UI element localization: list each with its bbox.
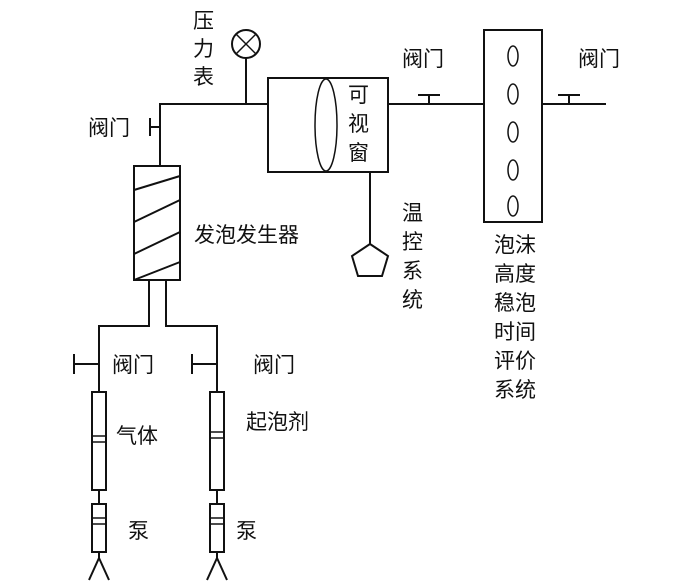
pump-right-icon <box>206 503 228 581</box>
valve-foamer-label: 阀门 <box>253 353 295 377</box>
pump-left-icon <box>88 503 110 581</box>
evaluation-label-1: 泡沫 <box>494 233 536 257</box>
pump-right-label: 泵 <box>236 519 257 543</box>
temp-control-label-1: 温 <box>402 201 423 225</box>
evaluation-label-2: 高度 <box>494 262 536 286</box>
foaming-agent-label: 起泡剂 <box>246 410 309 434</box>
valve-left-label: 阀门 <box>88 116 130 140</box>
foam-bubbles <box>507 45 519 217</box>
valve-top-right-icon <box>558 94 580 104</box>
pressure-gauge-label-2: 力 <box>193 37 214 61</box>
sight-window-label-2: 视 <box>348 112 369 136</box>
evaluation-label-4: 时间 <box>494 320 536 344</box>
valve-gas-label: 阀门 <box>112 353 154 377</box>
evaluation-column <box>483 29 543 223</box>
pipe-foamer-branch <box>165 280 218 392</box>
foaming-agent-cylinder-icon <box>209 391 225 504</box>
pump-left-label: 泵 <box>128 519 149 543</box>
foam-generator-label: 发泡发生器 <box>194 223 299 247</box>
pipe-gas-branch <box>98 280 150 392</box>
pressure-gauge-label-3: 表 <box>193 65 214 89</box>
valve-top-mid-icon <box>418 94 440 104</box>
valve-top-right-label: 阀门 <box>578 47 620 71</box>
valve-foamer-icon <box>191 354 217 374</box>
gas-cylinder-icon <box>91 391 107 504</box>
pipe-generator-to-window <box>159 103 268 166</box>
foam-generator-box <box>133 165 181 281</box>
sight-window-label-1: 可 <box>348 83 369 107</box>
pentagon-sensor-icon <box>350 242 390 277</box>
valve-top-mid-label: 阀门 <box>402 47 444 71</box>
evaluation-label-5: 评价 <box>494 349 536 373</box>
sight-window-label-3: 窗 <box>348 141 369 165</box>
pressure-gauge-icon <box>231 29 261 104</box>
evaluation-label-6: 系统 <box>494 378 536 402</box>
evaluation-label-3: 稳泡 <box>494 291 536 315</box>
sight-window-lens <box>314 78 338 172</box>
temp-control-label-2: 控 <box>402 230 423 254</box>
pressure-gauge-label-1: 压 <box>193 9 214 33</box>
gas-label: 气体 <box>116 424 158 448</box>
foam-generator-hatching <box>133 175 181 281</box>
temp-control-label-3: 系 <box>402 259 423 283</box>
valve-left-icon <box>149 118 160 136</box>
valve-gas-icon <box>73 354 99 374</box>
sight-window-box <box>267 77 389 173</box>
temp-control-label-4: 统 <box>402 288 423 312</box>
